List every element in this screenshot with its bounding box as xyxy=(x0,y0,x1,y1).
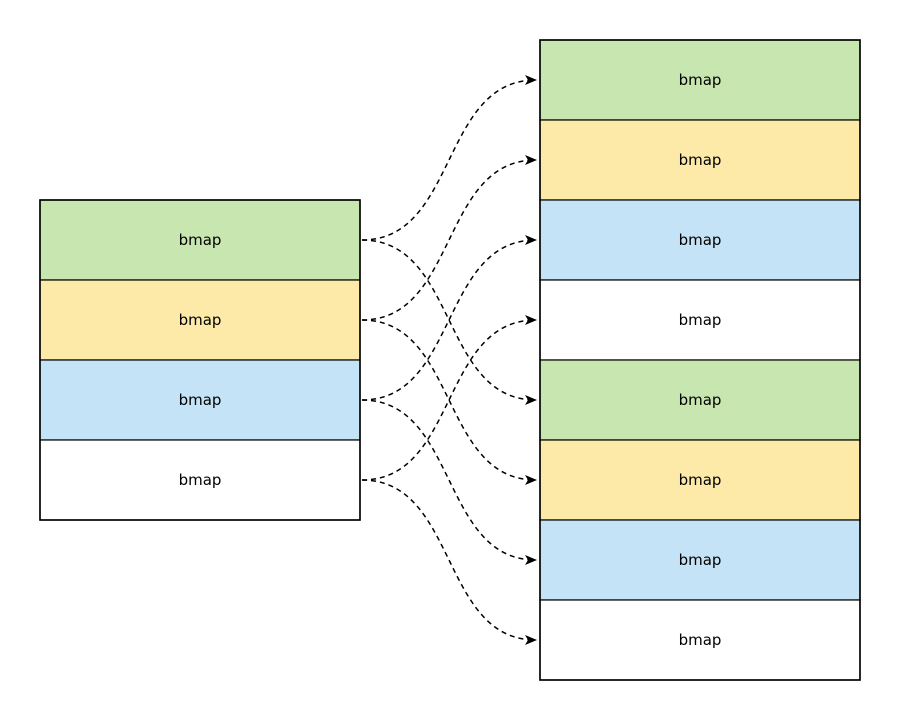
target-cell-rect xyxy=(539,599,861,681)
connector-arrow xyxy=(361,239,537,405)
source-cell-rect xyxy=(39,199,361,281)
target-cell: bmap xyxy=(539,359,861,441)
connector-arrow xyxy=(361,399,537,565)
connector-arrow xyxy=(361,155,537,321)
source-cell-rect xyxy=(39,359,361,441)
target-array: bmap bmap bmap bmap bmap bmap bmap bmap xyxy=(539,39,861,681)
target-cell-label: bmap xyxy=(679,311,722,329)
connector-arrow xyxy=(361,75,537,241)
source-cell-rect xyxy=(39,439,361,521)
target-cell: bmap xyxy=(539,439,861,521)
source-cell-label: bmap xyxy=(179,471,222,489)
target-cell: bmap xyxy=(539,199,861,281)
connector-arrow xyxy=(361,315,537,481)
target-cell: bmap xyxy=(539,279,861,361)
target-cell-label: bmap xyxy=(679,471,722,489)
target-cell-label: bmap xyxy=(679,151,722,169)
source-array: bmap bmap bmap bmap xyxy=(39,199,361,521)
connector-arrow xyxy=(361,479,537,645)
target-cell-rect xyxy=(539,279,861,361)
target-cell: bmap xyxy=(539,519,861,601)
source-cell: bmap xyxy=(39,359,361,441)
target-cell-label: bmap xyxy=(679,71,722,89)
source-cell: bmap xyxy=(39,199,361,281)
target-cell-rect xyxy=(539,519,861,601)
target-cell-rect xyxy=(539,359,861,441)
target-cell-label: bmap xyxy=(679,391,722,409)
target-cell: bmap xyxy=(539,599,861,681)
target-cell-rect xyxy=(539,119,861,201)
source-cell-label: bmap xyxy=(179,231,222,249)
target-cell: bmap xyxy=(539,119,861,201)
source-cell: bmap xyxy=(39,439,361,521)
target-cell-rect xyxy=(539,439,861,521)
target-cell-label: bmap xyxy=(679,551,722,569)
source-cell-rect xyxy=(39,279,361,361)
target-cell: bmap xyxy=(539,39,861,121)
source-cell-label: bmap xyxy=(179,391,222,409)
target-cell-label: bmap xyxy=(679,631,722,649)
connector-arrow xyxy=(361,235,537,401)
target-cell-label: bmap xyxy=(679,231,722,249)
target-array-border xyxy=(539,39,861,681)
connector-arrow xyxy=(361,319,537,485)
source-array-border xyxy=(39,199,361,521)
source-cell-label: bmap xyxy=(179,311,222,329)
connector-group xyxy=(361,75,537,645)
source-cell: bmap xyxy=(39,279,361,361)
